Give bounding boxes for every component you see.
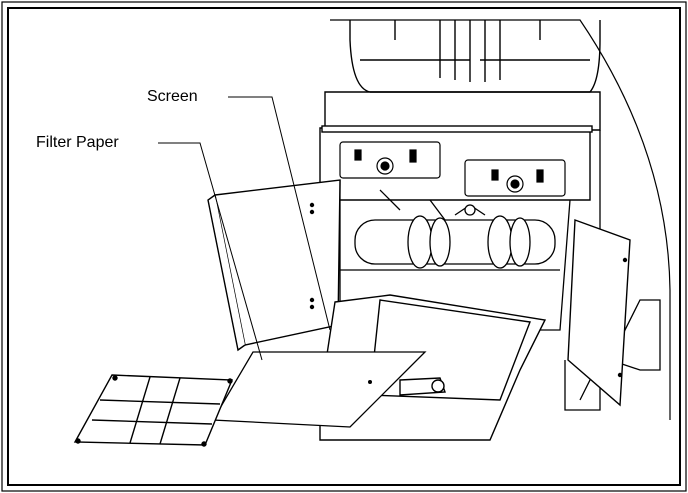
control-panel-left xyxy=(339,141,441,179)
screen-frame xyxy=(73,374,234,447)
filter-paper-label: Filter Paper xyxy=(36,134,119,151)
inner-border xyxy=(7,7,681,486)
filter-paper-sheet xyxy=(211,351,427,428)
filter-paper-hole xyxy=(368,380,372,384)
fryer-top xyxy=(319,20,601,201)
screen-leader xyxy=(228,96,331,331)
leader-lines xyxy=(158,96,331,361)
control-panel-right xyxy=(464,159,566,197)
filter-plumbing xyxy=(354,189,556,269)
filter-pan xyxy=(319,294,547,441)
left-door xyxy=(207,179,341,352)
right-door xyxy=(567,219,631,407)
filter-paper-leader xyxy=(158,142,263,361)
cutaway-arc xyxy=(330,19,671,420)
screen-label: Screen xyxy=(147,88,198,105)
